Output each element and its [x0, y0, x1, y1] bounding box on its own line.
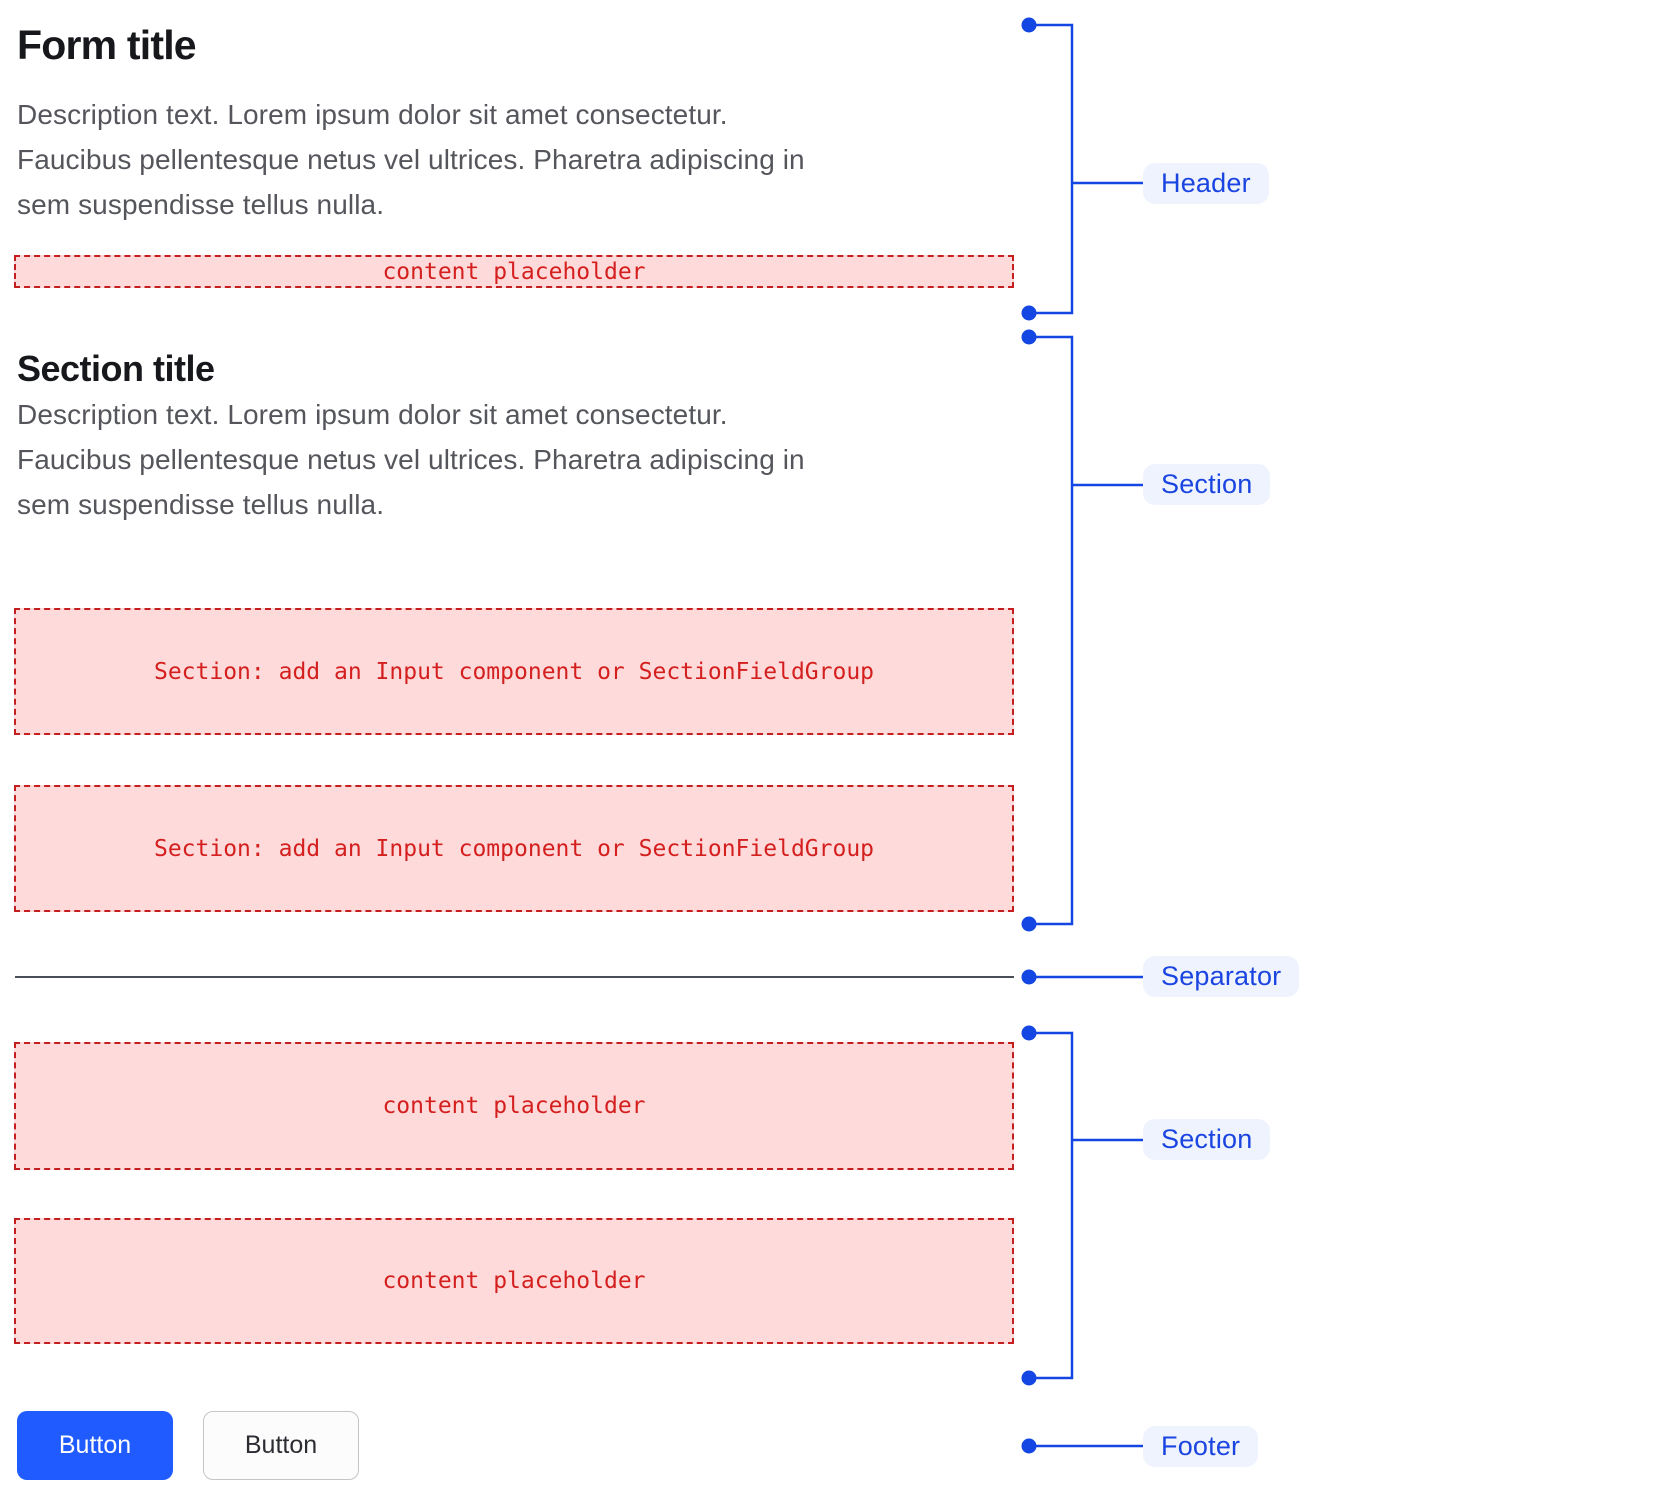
section-title: Section title: [17, 348, 215, 389]
section-description-line: sem suspendisse tellus nulla.: [17, 489, 385, 520]
separator-line: [15, 976, 1014, 978]
form-description-line: Faucibus pellentesque netus vel ultrices…: [17, 144, 805, 175]
annotation-label-section-1: Section: [1143, 464, 1271, 505]
header-bracket: [1029, 23, 1074, 315]
placeholder-text: content placeholder: [382, 1268, 646, 1294]
primary-button[interactable]: Button: [17, 1411, 173, 1480]
form-description-line: sem suspendisse tellus nulla.: [17, 189, 385, 220]
placeholder-text: Section: add an Input component or Secti…: [153, 658, 875, 685]
form-description: Description text. Lorem ipsum dolor sit …: [17, 92, 977, 227]
annotation-dot: [1021, 916, 1037, 932]
form-title: Form title: [17, 22, 197, 68]
section-description: Description text. Lorem ipsum dolor sit …: [17, 392, 977, 527]
annotation-dot: [1021, 1025, 1037, 1041]
form-description-line: Description text. Lorem ipsum dolor sit …: [17, 99, 728, 130]
annotation-dot: [1021, 969, 1037, 985]
section2-bracket: [1029, 1031, 1074, 1380]
section-input-slot-1: Section: add an Input component or Secti…: [14, 608, 1014, 735]
section-input-slot-2: Section: add an Input component or Secti…: [14, 785, 1014, 912]
section-description-line: Description text. Lorem ipsum dolor sit …: [17, 399, 728, 430]
secondary-button[interactable]: Button: [203, 1411, 359, 1480]
section2-content-placeholder-1: content placeholder: [14, 1042, 1014, 1170]
annotation-label-footer: Footer: [1143, 1426, 1259, 1467]
annotation-label-header: Header: [1143, 163, 1269, 204]
annotation-dot: [1021, 1438, 1037, 1454]
placeholder-text: content placeholder: [382, 1093, 646, 1119]
annotation-dot: [1021, 329, 1037, 345]
annotation-label-section-2: Section: [1143, 1119, 1271, 1160]
placeholder-text: Section: add an Input component or Secti…: [153, 835, 875, 862]
annotation-dot: [1021, 1370, 1037, 1386]
section2-content-placeholder-2: content placeholder: [14, 1218, 1014, 1344]
placeholder-text: content placeholder: [382, 258, 646, 285]
annotation-dot: [1021, 17, 1037, 33]
footer-button-row: Button Button: [17, 1411, 359, 1480]
section-description-line: Faucibus pellentesque netus vel ultrices…: [17, 444, 805, 475]
header-content-placeholder: content placeholder: [14, 255, 1014, 288]
annotation-label-separator: Separator: [1143, 956, 1300, 997]
annotation-dot: [1021, 305, 1037, 321]
section1-bracket: [1029, 335, 1074, 926]
